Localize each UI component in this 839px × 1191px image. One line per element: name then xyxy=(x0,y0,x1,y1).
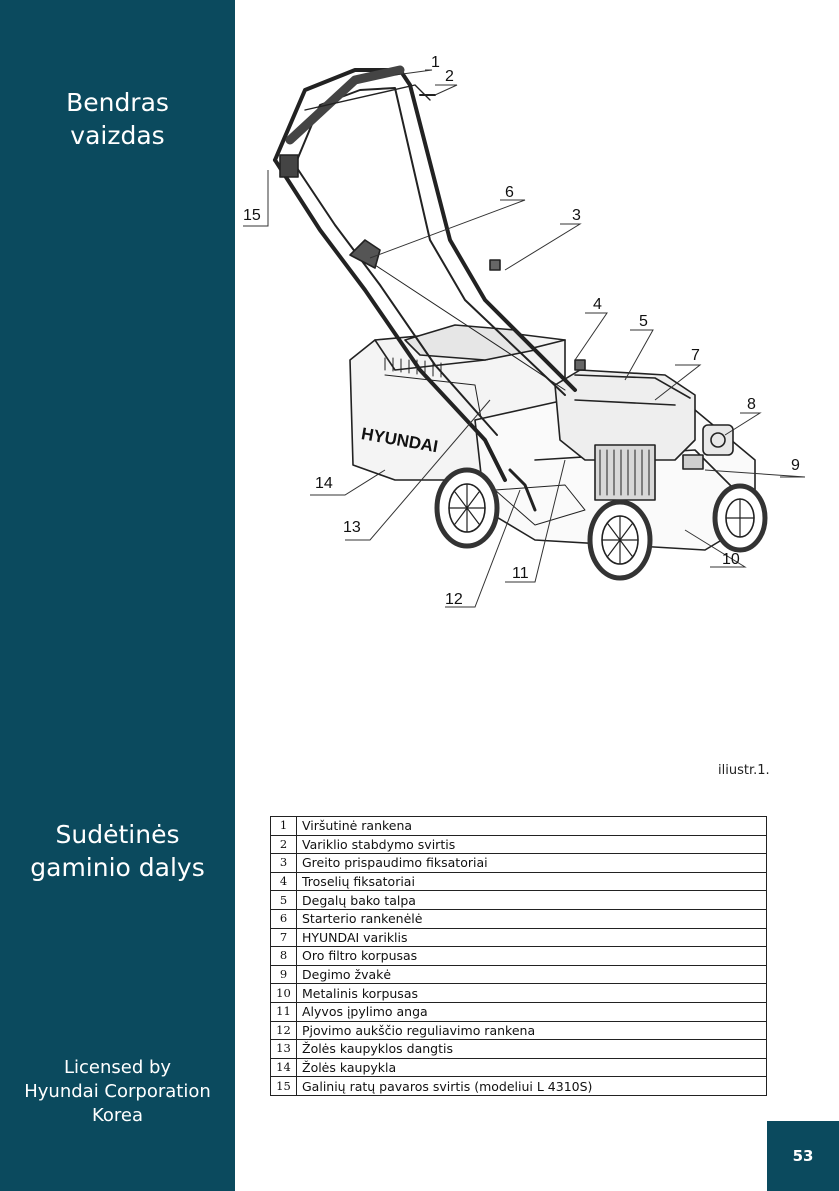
part-name: Oro filtro korpusas xyxy=(296,946,767,966)
callout-4: 4 xyxy=(593,296,602,313)
part-number: 2 xyxy=(270,834,297,855)
part-number: 8 xyxy=(270,946,297,966)
part-name: Metalinis korpusas xyxy=(296,983,767,1003)
callout-5: 5 xyxy=(639,313,648,330)
sidebar: Bendras vaizdas Sudėtinės gaminio dalys … xyxy=(0,0,235,1191)
callout-1: 1 xyxy=(431,54,440,71)
part-number: 14 xyxy=(270,1057,297,1078)
callout-11: 11 xyxy=(512,565,529,582)
section-title-components: Sudėtinės gaminio dalys xyxy=(30,820,205,882)
part-number: 7 xyxy=(270,927,297,948)
part-number: 10 xyxy=(270,983,297,1003)
lawnmower-illustration: HYUNDAI 1 2 3 4 5 6 7 8 9 10 11 12 13 14… xyxy=(243,54,806,608)
callout-10: 10 xyxy=(722,551,740,568)
part-name: Degimo žvakė xyxy=(296,964,767,985)
part-number: 6 xyxy=(270,908,297,929)
part-number: 11 xyxy=(270,1001,297,1022)
callout-12: 12 xyxy=(445,591,463,608)
part-number: 13 xyxy=(270,1039,297,1059)
callout-15: 15 xyxy=(243,207,261,224)
part-name: Starterio rankenėlė xyxy=(296,908,767,929)
part-number: 1 xyxy=(270,816,297,836)
part-number: 4 xyxy=(270,871,297,892)
callout-8: 8 xyxy=(747,396,756,413)
part-number: 9 xyxy=(270,964,297,985)
part-name: Greito prispaudimo fiksatoriai xyxy=(296,853,767,873)
page-number: 53 xyxy=(767,1121,839,1191)
section-title-general-view: Bendras vaizdas xyxy=(66,88,169,150)
callout-7: 7 xyxy=(691,347,700,364)
part-number: 3 xyxy=(270,853,297,873)
callout-6: 6 xyxy=(505,184,514,201)
part-name: Žolės kaupykla xyxy=(296,1057,767,1078)
part-name: Galinių ratų pavaros svirtis (modeliui L… xyxy=(296,1076,767,1096)
part-name: Viršutinė rankena xyxy=(296,816,767,836)
part-number: 12 xyxy=(270,1020,297,1041)
part-number: 5 xyxy=(270,890,297,910)
part-name: Troselių fiksatoriai xyxy=(296,871,767,892)
part-number: 15 xyxy=(270,1076,297,1096)
callout-3: 3 xyxy=(572,207,581,224)
figure-caption: iliustr.1. xyxy=(718,763,770,778)
license-text: Licensed by Hyundai Corporation Korea xyxy=(24,1057,211,1126)
callout-14: 14 xyxy=(315,475,333,492)
part-name: HYUNDAI variklis xyxy=(296,927,767,948)
part-name: Variklio stabdymo svirtis xyxy=(296,834,767,855)
part-name: Degalų bako talpa xyxy=(296,890,767,910)
part-name: Pjovimo aukščio reguliavimo rankena xyxy=(296,1020,767,1041)
callout-9: 9 xyxy=(791,457,800,474)
callout-13: 13 xyxy=(343,519,361,536)
callout-2: 2 xyxy=(445,68,454,85)
part-name: Žolės kaupyklos dangtis xyxy=(296,1039,767,1059)
part-name: Alyvos įpylimo anga xyxy=(296,1001,767,1022)
